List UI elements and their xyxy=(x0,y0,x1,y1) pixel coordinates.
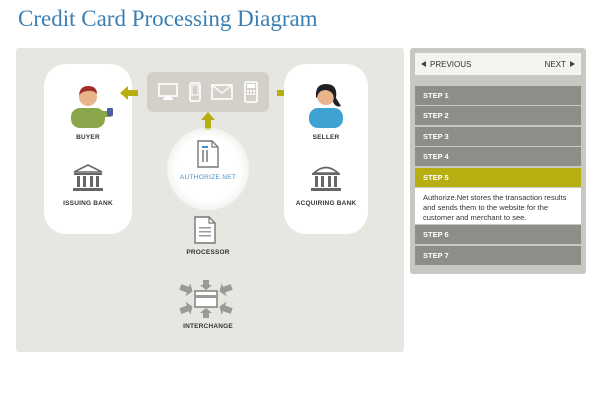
processor-icon xyxy=(194,216,216,244)
buyer-label: BUYER xyxy=(44,134,132,141)
step-2-tab[interactable]: STEP 2 xyxy=(415,106,581,125)
step-description: Authorize.Net stores the transaction res… xyxy=(415,188,581,224)
buyer-avatar-icon xyxy=(63,80,113,128)
step-nav-bar: PREVIOUS NEXT xyxy=(415,53,581,75)
next-label: NEXT xyxy=(545,60,566,69)
previous-label: PREVIOUS xyxy=(430,60,471,69)
diagram-panel: BUYER ISSUING BANK xyxy=(16,48,404,352)
chevron-right-icon xyxy=(570,61,575,67)
gateway-label: AUTHORIZE.NET xyxy=(147,174,269,181)
step-6-tab[interactable]: STEP 6 xyxy=(415,225,581,244)
step-7-tab[interactable]: STEP 7 xyxy=(415,246,581,265)
interchange-icon xyxy=(178,280,234,318)
processor-label: PROCESSOR xyxy=(167,249,249,256)
gateway-server-icon xyxy=(197,140,219,168)
seller-card: SELLER ACQUIRING BANK xyxy=(284,64,368,234)
arrow-left-icon xyxy=(120,86,138,100)
step-list: STEP 1 STEP 2 STEP 3 STEP 4 STEP 5 Autho… xyxy=(415,86,581,266)
buyer-card: BUYER ISSUING BANK xyxy=(44,64,132,234)
mobile-phone-icon xyxy=(189,82,201,102)
terminal-icon xyxy=(244,81,258,103)
chevron-left-icon xyxy=(421,61,426,67)
acquiring-bank-label: ACQUIRING BANK xyxy=(284,200,368,207)
step-4-tab[interactable]: STEP 4 xyxy=(415,147,581,166)
email-icon xyxy=(211,84,233,100)
page-title: Credit Card Processing Diagram xyxy=(18,6,318,32)
seller-label: SELLER xyxy=(284,134,368,141)
acquiring-bank-icon xyxy=(310,164,342,192)
step-3-tab[interactable]: STEP 3 xyxy=(415,127,581,146)
previous-button[interactable]: PREVIOUS xyxy=(421,60,471,69)
seller-avatar-icon xyxy=(303,78,349,128)
step-5-tab[interactable]: STEP 5 xyxy=(415,168,581,187)
steps-panel: PREVIOUS NEXT STEP 1 STEP 2 STEP 3 STEP … xyxy=(410,48,586,274)
issuing-bank-icon xyxy=(72,164,104,192)
interchange-label: INTERCHANGE xyxy=(167,323,249,330)
step-1-tab[interactable]: STEP 1 xyxy=(415,86,581,105)
devices-bar xyxy=(147,72,269,112)
issuing-bank-label: ISSUING BANK xyxy=(44,200,132,207)
desktop-icon xyxy=(158,83,178,101)
next-button[interactable]: NEXT xyxy=(545,60,575,69)
